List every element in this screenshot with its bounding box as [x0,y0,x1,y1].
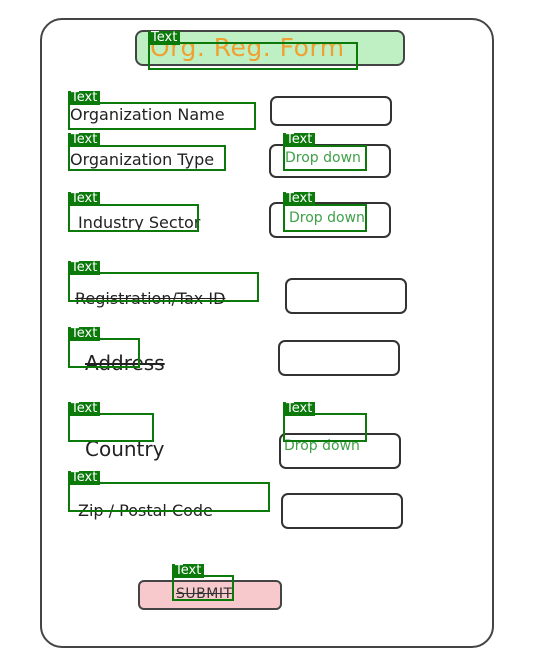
annotation-tag: Text [283,192,316,206]
annotation-tag: Text [68,91,101,105]
annotation-tag: Text [172,564,205,578]
zip-input[interactable] [281,493,403,529]
annotation-tag: Text [283,133,316,147]
annotation-tag: Text [68,261,101,275]
tax-id-input[interactable] [285,278,407,314]
annotation-tag: Text [68,471,101,485]
annotation-tag: Text [68,402,101,416]
industry-dropdown-value: Drop down [289,210,365,226]
annotation-tag: Text [148,31,181,45]
org-type-label: Organization Type [70,150,215,169]
title-bar [135,30,405,66]
tax-id-label: Registration/Tax ID [75,289,226,308]
org-type-dropdown-value: Drop down [285,150,361,166]
form-title: Org. Reg. Form [150,33,345,62]
org-type-dropdown[interactable] [269,144,391,178]
submit-button[interactable] [138,580,282,610]
industry-dropdown[interactable] [269,202,391,238]
form-frame [40,18,494,648]
zip-label: Zip / Postal Code [78,501,213,520]
address-input[interactable] [278,340,400,376]
country-label: Country [85,437,165,461]
annotation-tag: Text [68,192,101,206]
country-dropdown[interactable] [279,433,401,469]
industry-label: Industry Sector [78,213,201,232]
submit-label: SUBMIT [176,586,233,602]
org-name-input[interactable] [270,96,392,126]
org-name-label: Organization Name [70,105,225,124]
annotation-tag: Text [68,133,101,147]
address-label: Address [85,351,165,375]
annotation-tag: Text [283,402,316,416]
annotation-tag: Text [68,327,101,341]
country-dropdown-value: Drop down [284,438,360,454]
